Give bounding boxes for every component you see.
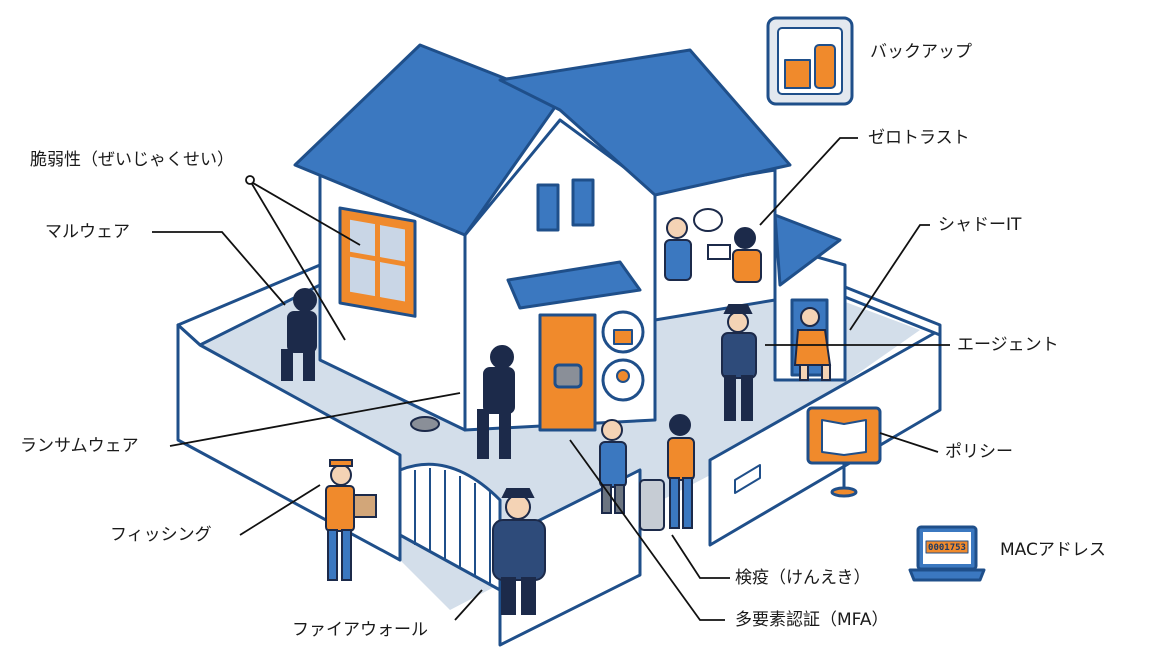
leader-lines <box>152 137 950 621</box>
agent-guard <box>721 304 757 421</box>
laptop-screen-text: 0001753 <box>928 543 966 553</box>
label-ransomware: ランサムウェア <box>20 436 139 456</box>
label-mfa: 多要素認証（MFA） <box>735 610 889 630</box>
ransomware-thief <box>477 345 515 459</box>
label-phishing: フィッシング <box>110 525 212 545</box>
label-shadow-it: シャドーIT <box>938 215 1022 235</box>
shadow-it-person <box>793 307 832 381</box>
quarantine-people <box>599 414 695 531</box>
phishing-person <box>325 459 377 581</box>
label-backup: バックアップ <box>870 42 972 62</box>
label-quarantine: 検疫（けんえき） <box>735 568 871 588</box>
label-vulnerability: 脆弱性（ぜいじゃくせい） <box>30 150 234 170</box>
label-agent: エージェント <box>957 335 1059 355</box>
roof-annex <box>773 213 842 287</box>
label-malware: マルウェア <box>45 222 130 242</box>
people <box>281 208 832 615</box>
zero-trust-people <box>664 208 762 283</box>
roof-right <box>498 48 792 197</box>
malware-thief <box>281 288 317 381</box>
label-mac-address: MACアドレス <box>1000 540 1106 560</box>
mouse-icon <box>410 416 440 432</box>
firewall-guard <box>492 488 546 615</box>
label-zero-trust: ゼロトラスト <box>868 128 970 148</box>
awning <box>506 260 642 310</box>
label-policy: ポリシー <box>945 442 1013 462</box>
label-firewall: ファイアウォール <box>292 620 428 640</box>
